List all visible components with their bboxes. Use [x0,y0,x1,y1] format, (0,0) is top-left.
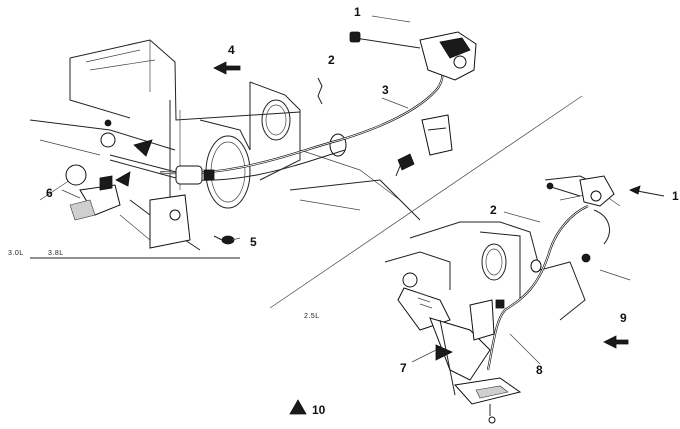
legend-number: 10 [312,403,326,417]
forward-arrow-left [213,61,241,75]
pedal-end-bracket [349,31,477,156]
bracket-bolt [395,153,415,177]
mounting-bolt [213,235,235,245]
callout-8-right: 8 [536,363,543,377]
triangle-marker-left-upper [133,139,153,157]
retainer-clip [317,77,323,105]
throttle-cable-right [486,204,610,371]
cable-end-fitting [65,119,215,186]
legend: 10 [289,399,326,417]
accelerator-pedal-assembly [397,272,522,424]
forward-arrow-right [603,335,629,349]
view-divider [269,95,583,309]
engine-label-3-0l: 3.0L [8,250,24,257]
triangle-marker-right [435,344,453,361]
linkage-bracket [69,175,191,249]
left-view: 1 2 3 4 5 6 3.0L 3.8L [8,5,477,259]
engine-end-fitting-right [530,175,615,273]
callout-7-right: 7 [400,361,407,375]
callout-3-left: 3 [382,83,389,97]
callout-2-left: 2 [328,53,335,67]
engine-label-3-8l: 3.8L [48,250,64,257]
callout-2-right: 2 [490,203,497,217]
triangle-marker-left-lower [115,171,131,187]
callout-6-left: 6 [46,186,53,200]
callout-1-left: 1 [354,5,361,19]
callout-1-right: 1 [672,189,679,203]
right-view: 1 2 7 8 9 2.5L [304,175,679,424]
callout-4-left: 4 [228,43,235,57]
engine-label-2-5l: 2.5L [304,313,320,320]
callout-5-left: 5 [250,235,257,249]
legend-triangle-icon [289,399,307,415]
callout-9-right: 9 [620,311,627,325]
